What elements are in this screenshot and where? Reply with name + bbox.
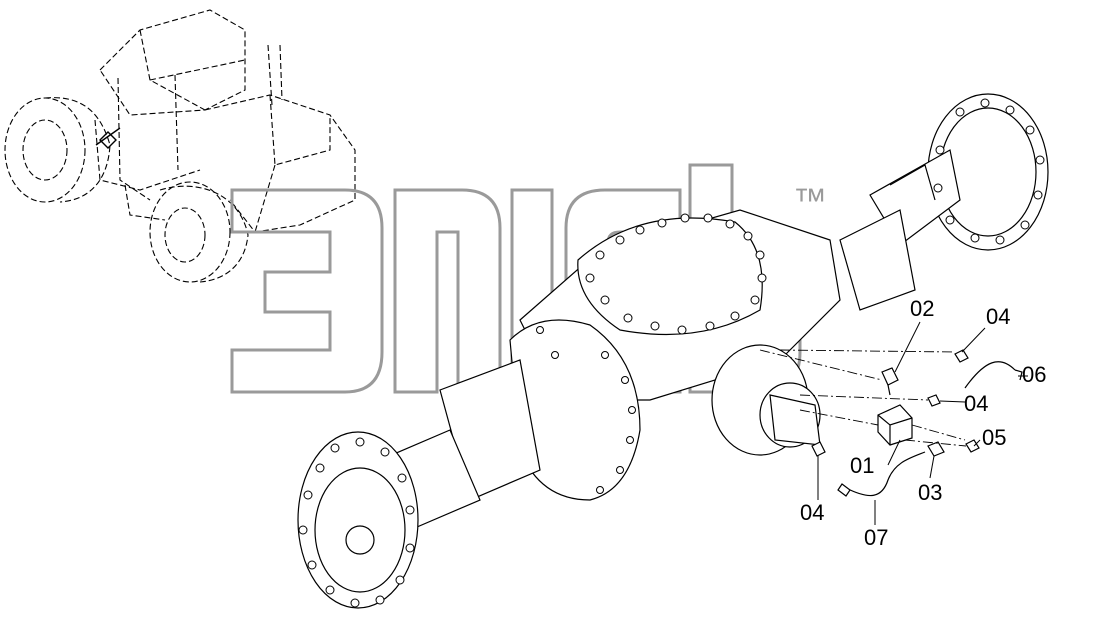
callout-04-upper: 04 xyxy=(986,304,1011,329)
callout-02: 02 xyxy=(910,296,935,321)
inset-axle-marker xyxy=(95,127,121,149)
trademark-symbol: ™ xyxy=(793,182,827,220)
callout-03: 03 xyxy=(918,480,943,505)
callout-04-lower: 04 xyxy=(800,500,825,525)
right-flange-bolt-holes xyxy=(933,98,1045,245)
assembly-lines xyxy=(759,349,967,447)
leader-lines xyxy=(817,321,1028,525)
exploded-parts xyxy=(811,349,1023,497)
tractor-inset-illustration xyxy=(4,9,356,283)
callout-05: 05 xyxy=(982,425,1007,450)
housing-cover-bolts xyxy=(536,213,767,494)
callout-01: 01 xyxy=(850,453,875,478)
svg-text:™: ™ xyxy=(793,182,827,220)
left-flange-bolt-holes xyxy=(298,437,415,608)
callout-04-middle: 04 xyxy=(964,391,989,416)
callout-07: 07 xyxy=(864,525,889,550)
axle-assembly xyxy=(297,93,1049,609)
callout-06: 06 xyxy=(1022,362,1047,387)
